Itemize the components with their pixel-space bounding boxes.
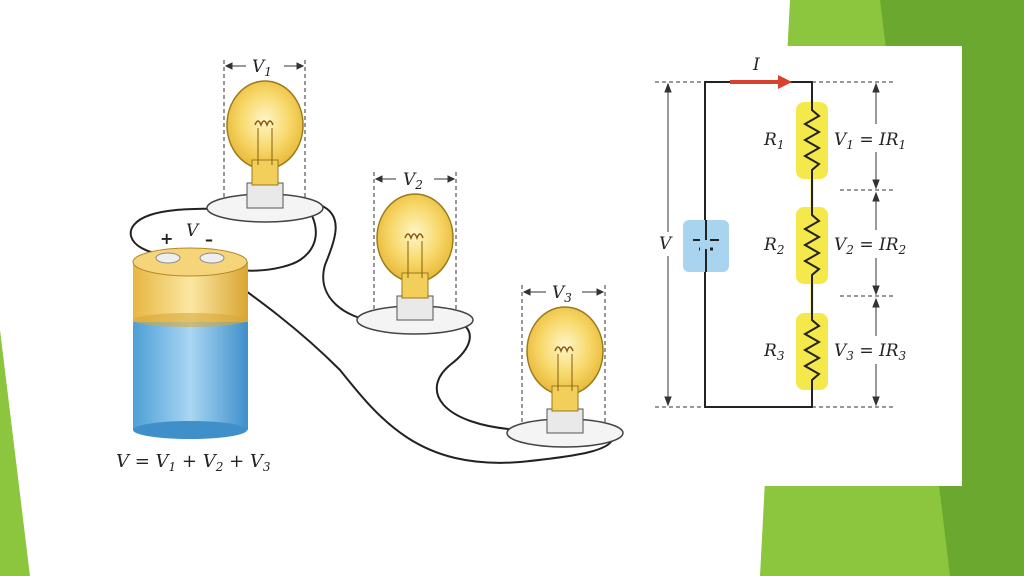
resistor-3-equation: V3 = IR3 <box>834 341 907 363</box>
bulb-3-voltage-marker <box>521 285 606 425</box>
bulb-2-label: V2 <box>403 170 423 192</box>
bulb-1-voltage-marker <box>223 60 306 200</box>
battery-voltage-label: V <box>186 221 200 241</box>
resistor-2-equation: V2 = IR2 <box>834 235 906 257</box>
battery-sum-equation: V = V1 + V2 + V3 <box>116 451 271 474</box>
green-decor-left <box>0 330 30 576</box>
resistor-3 <box>802 310 822 407</box>
bulb-2 <box>356 193 474 335</box>
battery-plus-sign: + <box>160 229 173 248</box>
bulb-1-label: V1 <box>252 57 272 79</box>
resistor-2 <box>802 205 822 310</box>
source-voltage-label: V <box>659 234 673 254</box>
battery-minus-sign: – <box>205 230 213 249</box>
resistor-1-equation: V1 = IR1 <box>834 130 906 152</box>
resistor-1 <box>802 100 822 205</box>
current-label: I <box>752 55 760 75</box>
bulb-3 <box>506 306 624 448</box>
schematic-circuit <box>655 75 895 408</box>
bulb-2-voltage-marker <box>373 172 457 312</box>
resistor-1-name: R1 <box>763 130 784 152</box>
resistor-3-name: R3 <box>763 341 785 363</box>
current-arrow <box>778 75 792 89</box>
resistor-2-name: R2 <box>763 235 784 257</box>
bulb-3-label: V3 <box>552 283 572 305</box>
bulb-1 <box>206 80 324 223</box>
battery <box>132 247 248 439</box>
